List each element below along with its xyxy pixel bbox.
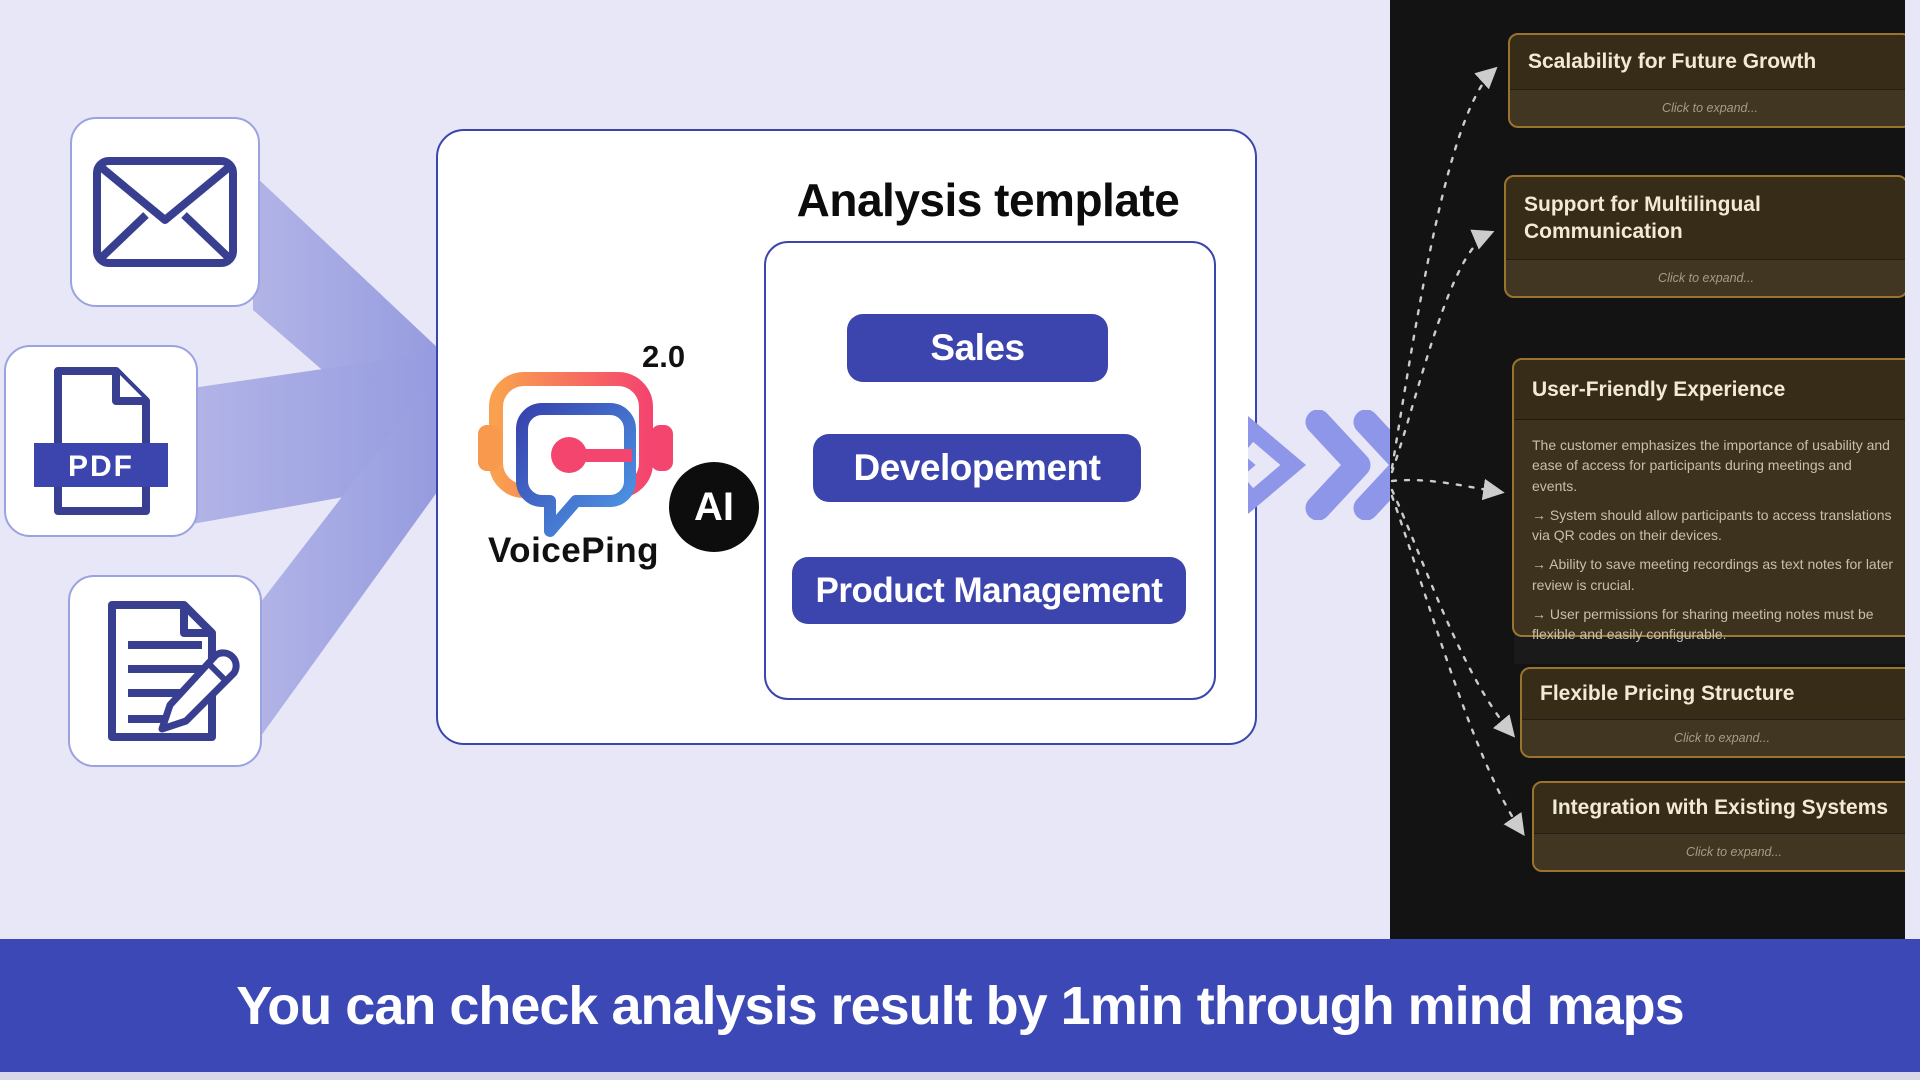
node-expand-hint[interactable]: Click to expand... — [1510, 89, 1905, 126]
pdf-label: PDF — [68, 450, 134, 483]
node-expand-hint[interactable]: Click to expand... — [1506, 259, 1905, 296]
template-button-sales[interactable]: Sales — [847, 314, 1108, 382]
template-button-product-management[interactable]: Product Management — [792, 557, 1186, 624]
pdf-input-card: PDF — [4, 345, 198, 537]
mindmap-panel: Scalability for Future Growth Click to e… — [1390, 0, 1905, 939]
node-body-paragraph: → System should allow participants to ac… — [1532, 506, 1892, 544]
node-body-paragraph: → User permissions for sharing meeting n… — [1532, 606, 1874, 643]
connector-node-1 — [1390, 66, 1498, 470]
node-title: Scalability for Future Growth — [1528, 50, 1817, 74]
email-input-card — [70, 117, 260, 307]
voiceping-analysis-card: 2.0 AI VoicePing Analysis template Sales… — [436, 129, 1257, 745]
pdf-file-icon: PDF — [34, 367, 168, 515]
node-expand-hint[interactable]: Click to expand... — [1534, 833, 1905, 870]
node-body-paragraph: → Ability to save meeting recordings as … — [1532, 556, 1894, 593]
caption-banner: You can check analysis result by 1min th… — [0, 939, 1920, 1072]
version-label: 2.0 — [642, 339, 686, 374]
connector-node-5 — [1390, 494, 1525, 836]
notes-input-card — [68, 575, 262, 767]
mindmap-node-pricing[interactable]: Flexible Pricing Structure Click to expa… — [1520, 667, 1905, 758]
ai-badge: AI — [669, 462, 759, 552]
voiceping-logo-icon — [478, 372, 673, 537]
envelope-icon — [93, 157, 237, 267]
chevron-arrows-icon — [1248, 410, 1398, 520]
connector-node-2 — [1390, 229, 1495, 474]
mindmap-node-integration[interactable]: Integration with Existing Systems Click … — [1532, 781, 1905, 872]
connector-node-3 — [1390, 478, 1505, 501]
node-title: Integration with Existing Systems — [1552, 796, 1889, 820]
connector-node-4 — [1390, 488, 1516, 738]
node-title: User-Friendly Experience — [1532, 377, 1786, 401]
mindmap-node-multilingual[interactable]: Support for Multilingual Communication C… — [1504, 175, 1905, 298]
document-pencil-icon — [108, 601, 240, 741]
input-beams — [192, 174, 440, 747]
template-button-development[interactable]: Developement — [813, 434, 1141, 502]
analysis-template-title: Analysis template — [796, 174, 1180, 226]
node-body: The customer emphasizes the importance o… — [1514, 419, 1905, 664]
brand-name: VoicePing — [487, 531, 660, 570]
template-list-box — [764, 241, 1216, 700]
bottom-strip — [0, 1072, 1920, 1080]
node-title: Flexible Pricing Structure — [1540, 682, 1795, 706]
node-body-paragraph: The customer emphasizes the importance o… — [1532, 437, 1890, 494]
mindmap-connectors — [1390, 66, 1525, 836]
node-expand-hint[interactable]: Click to expand... — [1522, 719, 1905, 756]
mindmap-node-scalability[interactable]: Scalability for Future Growth Click to e… — [1508, 33, 1905, 128]
mindmap-node-user-friendly[interactable]: User-Friendly Experience The customer em… — [1512, 358, 1905, 642]
beam-notes — [253, 370, 440, 747]
node-title: Support for Multilingual Communication — [1524, 192, 1761, 243]
caption-text: You can check analysis result by 1min th… — [236, 975, 1684, 1036]
